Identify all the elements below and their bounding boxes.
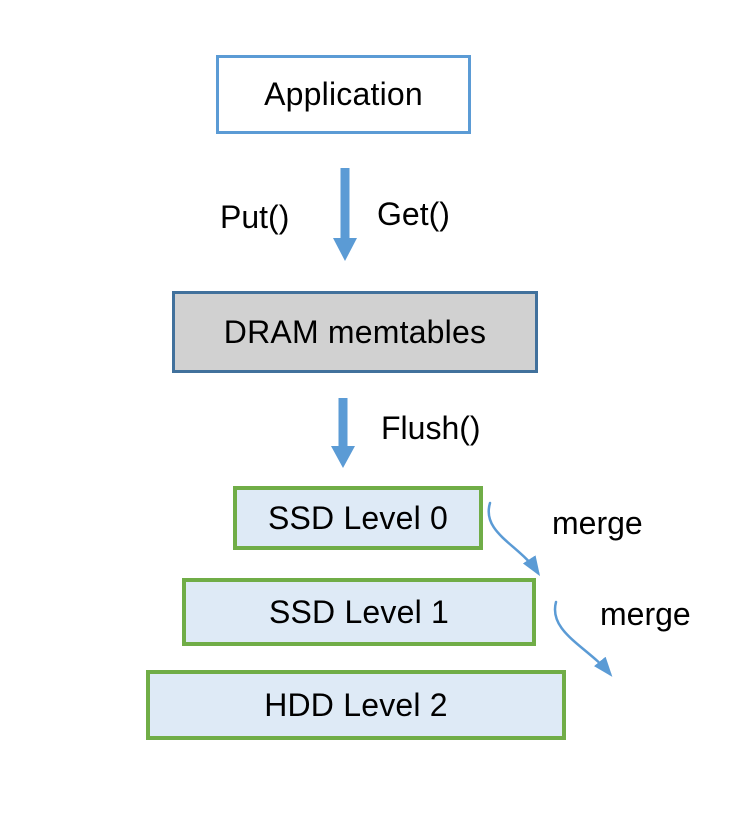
dram-memtables-node: DRAM memtables (172, 291, 538, 373)
flush-edge-label: Flush() (381, 410, 481, 446)
put-get-arrow-icon (333, 168, 357, 261)
application-node: Application (216, 55, 471, 134)
hdd-level-2-node: HDD Level 2 (146, 670, 566, 740)
ssd-level-1-node: SSD Level 1 (182, 578, 536, 646)
get-edge-label: Get() (377, 196, 450, 232)
ssd-level-0-label: SSD Level 0 (267, 499, 449, 536)
merge-arrow-1-2-icon (553, 600, 613, 677)
put-edge-label: Put() (220, 199, 290, 235)
merge-arrow-0-1-icon (487, 501, 541, 577)
ssd-level-1-label: SSD Level 1 (268, 593, 450, 630)
flush-arrow-icon (331, 398, 355, 468)
application-label: Application (264, 76, 423, 112)
merge-0-1-edge-label: merge (552, 505, 643, 541)
ssd-level-0-node: SSD Level 0 (233, 486, 483, 550)
merge-1-2-edge-label: merge (600, 596, 691, 632)
hdd-level-2-label: HDD Level 2 (264, 686, 448, 723)
dram-memtables-label: DRAM memtables (223, 313, 487, 350)
